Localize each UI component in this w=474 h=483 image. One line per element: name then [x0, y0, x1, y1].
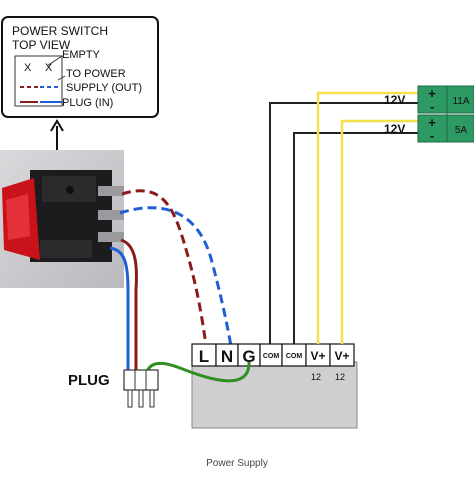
- legend-box: POWER SWITCH TOP VIEW X X EMPTY TO POWER…: [1, 16, 159, 118]
- voltage-label-2: 12V: [384, 122, 405, 136]
- connector-minus-2: -: [430, 128, 434, 143]
- terminal-label-g: G: [242, 347, 255, 366]
- legend-empty-label: EMPTY: [62, 49, 101, 61]
- power-supply: L N G COM COM V+ V+ 12 12: [191, 343, 358, 429]
- connector-5a: [417, 114, 474, 143]
- plug-body: [123, 369, 159, 391]
- empty-pointer: [46, 55, 63, 67]
- terminal-label-n: N: [221, 347, 233, 366]
- supply-output-wires: [119, 189, 233, 347]
- com-wire-2: [293, 132, 418, 344]
- legend-out-label-2: SUPPLY (OUT): [66, 82, 142, 94]
- current-label-1: 11A: [452, 96, 469, 107]
- vplus-wire-2: [340, 119, 418, 344]
- dc-output-wires: 12V 12V: [269, 91, 418, 344]
- terminal-block: L N G COM COM V+ V+: [191, 343, 355, 367]
- plug: PLUG: [68, 369, 159, 408]
- plug-input-wires: [109, 238, 138, 372]
- plug-label: PLUG: [68, 372, 110, 389]
- connector-plus-2: +: [428, 115, 436, 130]
- com-wire-1: [269, 102, 418, 344]
- terminal-label-l: L: [199, 347, 209, 366]
- ground-wire: [144, 361, 251, 383]
- legend-title-line1: POWER SWITCH: [12, 24, 108, 38]
- terminal-label-com-1: COM: [263, 353, 280, 360]
- voltage-label-1: 12V: [384, 93, 405, 107]
- current-label-2: 5A: [455, 125, 468, 136]
- terminal-label-vplus-1: V+: [310, 349, 325, 363]
- legend-out-label-1: TO POWER: [66, 68, 126, 80]
- output-connectors: + - + - 11A 5A: [417, 85, 474, 143]
- plug-prong-1: [127, 389, 133, 408]
- neutral-output-wire: [119, 206, 233, 347]
- power-switch-photo: [0, 150, 124, 288]
- neutral-input-wire: [109, 246, 130, 372]
- live-output-wire: [121, 189, 208, 347]
- connector-plus-1: +: [428, 86, 436, 101]
- connector-11a: [417, 85, 474, 114]
- pin-mark-2: X: [45, 62, 53, 74]
- legend-title-line2: TOP VIEW: [12, 38, 71, 52]
- pin-mark-1: X: [24, 62, 32, 74]
- terminal-sublabel-1: 12: [311, 372, 321, 382]
- plug-prong-3: [149, 389, 155, 408]
- power-supply-caption: Power Supply: [206, 458, 268, 469]
- live-input-wire: [120, 238, 138, 372]
- vplus-wire-1: [316, 91, 418, 344]
- legend-in-label: PLUG (IN): [62, 97, 113, 109]
- terminal-label-com-2: COM: [286, 353, 303, 360]
- terminal-label-vplus-2: V+: [334, 349, 349, 363]
- out-pointer: [57, 75, 66, 81]
- switch-pin-box: [14, 55, 63, 107]
- connector-minus-1: -: [430, 99, 434, 114]
- plug-prong-2: [138, 389, 144, 408]
- terminal-sublabel-2: 12: [335, 372, 345, 382]
